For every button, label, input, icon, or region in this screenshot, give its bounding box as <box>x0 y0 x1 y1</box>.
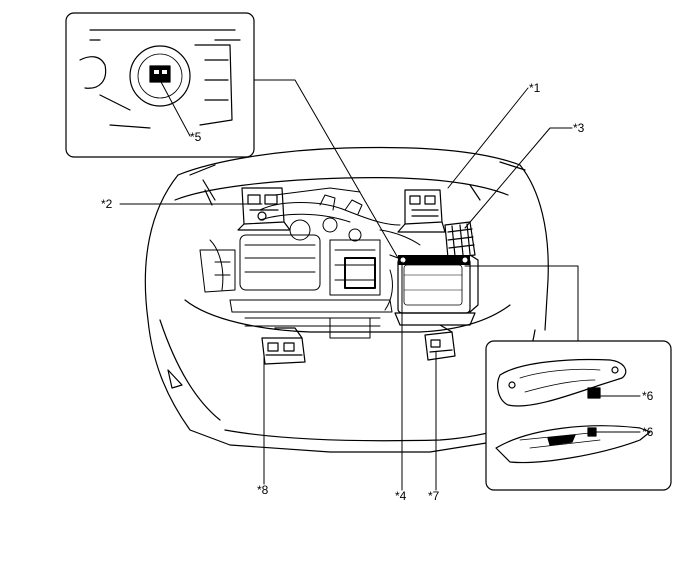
callout-3: *3 <box>573 121 585 135</box>
callout-7: *7 <box>428 489 440 503</box>
callout-4: *4 <box>395 489 407 503</box>
component-7-module <box>424 324 456 361</box>
callout-2: *2 <box>101 197 113 211</box>
inset-bottom-right <box>485 340 672 491</box>
engine-assembly <box>199 187 421 339</box>
callout-6-lower: *6 <box>642 425 654 439</box>
inverter-assembly <box>389 254 479 326</box>
callout-1: *1 <box>529 81 541 95</box>
leader-inverter-to-inset <box>464 265 579 342</box>
callout-5: *5 <box>190 130 202 144</box>
component-8-module <box>261 327 306 365</box>
callout-6-upper: *6 <box>642 389 654 403</box>
leader-lines <box>119 79 641 491</box>
inset-top-left <box>65 12 255 158</box>
callout-labels: *1 *2 *3 *4 *5 *6 *6 *7 *8 <box>101 81 654 503</box>
callout-8: *8 <box>257 483 269 497</box>
component-2-module <box>237 187 291 231</box>
leader-1 <box>447 87 529 189</box>
leader-3 <box>464 127 573 229</box>
leader-inset-to-inverter <box>253 79 399 259</box>
leader-5 <box>159 79 191 137</box>
vehicle-body-outline <box>144 146 549 453</box>
component-3-grid <box>444 221 476 259</box>
component-1-module <box>397 189 446 233</box>
